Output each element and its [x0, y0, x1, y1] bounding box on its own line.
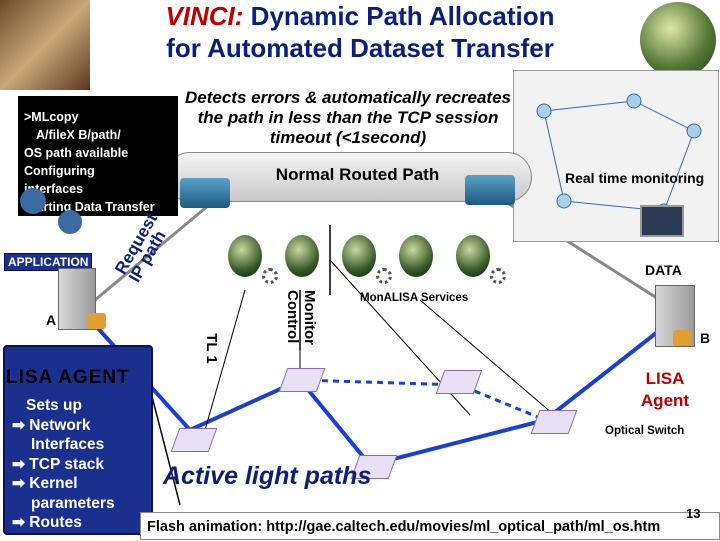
monitor-line1: Monitor [301, 290, 318, 345]
monitor-line2: Control [284, 290, 301, 344]
agent-icon [673, 330, 691, 346]
user-icon [58, 210, 82, 234]
gear-icon [262, 268, 278, 284]
laptop-icon [640, 205, 684, 237]
title-line2: for Automated Dataset Transfer [166, 33, 554, 63]
real-time-monitoring-label: Real time monitoring [565, 170, 705, 186]
lisa-agent-title: LISA AGENT [6, 367, 130, 388]
list-item-label: TCP stack [29, 455, 104, 473]
optical-switch-label: Optical Switch [605, 425, 685, 437]
page-number: 13 [686, 506, 701, 521]
detects-note: Detects errors & automatically recreates… [185, 88, 511, 147]
console-line: Starting Data Transfer [24, 200, 155, 214]
routed-path-left [94, 198, 216, 302]
monalisa-services-label: MonALISA Services [360, 292, 469, 304]
router-icon [180, 178, 230, 208]
data-label: DATA [645, 262, 682, 278]
router-icon [465, 175, 515, 205]
lisa-agent-list: Sets up ➡ Network Interfaces ➡ TCP stack… [12, 396, 115, 533]
console-line: A/fileX B/path/ [36, 128, 121, 142]
lisa-agent-panel [3, 345, 153, 535]
label-a: A [46, 312, 57, 328]
label-b: B [700, 330, 711, 346]
arrow-icon: ➡ [12, 475, 30, 492]
agent-icon [88, 313, 106, 329]
monitor-control-label: Monitor Control [284, 290, 318, 345]
lisa-agent-right: LISA Agent [620, 368, 710, 412]
gear-icon [376, 268, 392, 284]
arrow-icon: ➡ [12, 455, 30, 473]
normal-routed-path-label: Normal Routed Path [275, 165, 440, 184]
gear-icon [490, 268, 506, 284]
globe-icon [456, 235, 490, 277]
list-item-label: parameters [31, 494, 115, 512]
globe-icon [228, 235, 262, 277]
monitoring-screenshot [513, 70, 719, 242]
title-vinci: VINCI: [165, 1, 244, 31]
globe-icon [640, 2, 716, 78]
list-item-label: Routes [29, 514, 82, 531]
list-item: ➡ Kernel [12, 474, 115, 494]
globe-icon [285, 235, 319, 277]
list-item: ➡ Network [12, 416, 115, 436]
page-title: VINCI: Dynamic Path Allocation for Autom… [90, 0, 630, 64]
console-line: OS path available [24, 146, 129, 160]
list-item-label: Interfaces [31, 436, 105, 453]
active-light-paths-label: Active light paths [163, 462, 372, 490]
list-item: ➡ Routes [12, 513, 115, 533]
console-line: Configuring [24, 164, 95, 178]
list-item-label: Kernel [29, 475, 78, 492]
arrow-icon: ➡ [12, 416, 30, 434]
portrait-image [0, 0, 90, 90]
agent-subtitle: Sets up [26, 397, 82, 414]
globe-icon [342, 235, 376, 277]
flash-animation-link[interactable]: Flash animation: http://gae.caltech.edu/… [140, 512, 720, 540]
lisa-agent-right-line2: Agent [640, 391, 690, 410]
lisa-agent-right-line1: LISA [645, 369, 685, 388]
list-item-label: Network [29, 416, 91, 434]
console-line: >MLcopy [24, 110, 79, 124]
arrow-icon: ➡ [12, 514, 30, 531]
application-label: APPLICATION [4, 253, 93, 271]
tl1-label: TL 1 [202, 333, 220, 364]
light-path-alt [299, 378, 546, 422]
globe-icon [399, 235, 433, 277]
console-line: interfaces [24, 182, 84, 196]
title-line1: Dynamic Path Allocation [243, 1, 555, 31]
list-item: ➡ TCP stack [12, 455, 115, 475]
user-icon [20, 188, 46, 214]
